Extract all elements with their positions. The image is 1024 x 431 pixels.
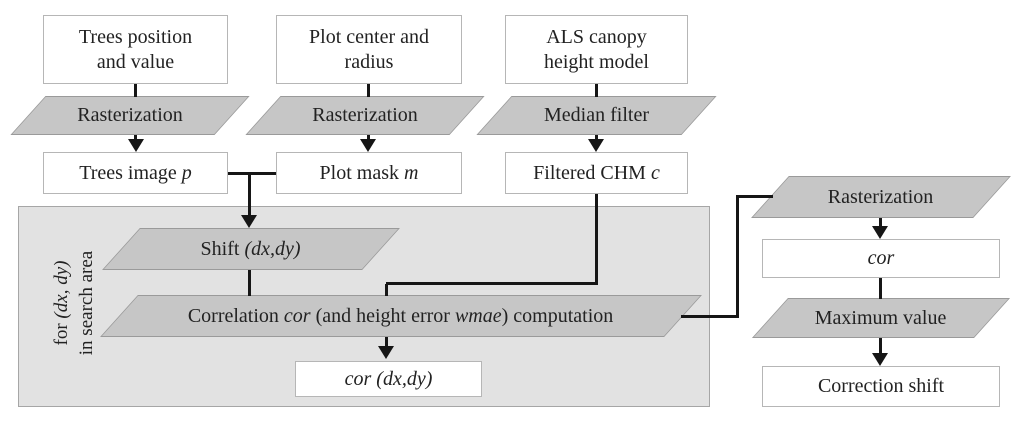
connector-line: [385, 337, 388, 348]
connector-line: [879, 218, 882, 228]
connector-line: [879, 338, 882, 353]
connector-line: [681, 315, 739, 318]
connector-line: [367, 84, 370, 97]
connector-line: [134, 84, 137, 97]
loop-label: for (dx, dy) in search area: [49, 251, 99, 355]
connector-line: [248, 270, 251, 296]
process-median-filter: Median filter: [476, 96, 717, 135]
arrow-down-icon: [872, 226, 888, 239]
connector-line: [879, 278, 882, 299]
process-rasterization-1: Rasterization: [10, 96, 250, 135]
connector-line: [736, 195, 739, 318]
node-cor: cor: [762, 239, 1000, 278]
connector-line: [595, 84, 598, 97]
process-shift: Shift (dx,dy): [102, 228, 400, 270]
connector-line: [595, 194, 598, 285]
connector-line: [367, 135, 370, 142]
connector-line: [228, 172, 276, 175]
process-rasterization-2: Rasterization: [245, 96, 485, 135]
process-maximum-value: Maximum value: [751, 298, 1011, 338]
arrow-down-icon: [588, 139, 604, 152]
node-trees-image: Trees image p: [43, 152, 228, 194]
loop-label-line2: in search area: [76, 250, 97, 356]
connector-line: [386, 282, 598, 285]
node-filtered-chm: Filtered CHM c: [505, 152, 688, 194]
arrow-down-icon: [241, 215, 257, 228]
node-correction-shift: Correction shift: [762, 366, 1000, 407]
connector-line: [736, 195, 773, 198]
arrow-down-icon: [378, 346, 394, 359]
arrow-down-icon: [872, 353, 888, 366]
connector-line: [595, 135, 598, 142]
process-correlation: Correlation cor (and height error wmae) …: [100, 295, 702, 337]
loop-label-line1: for (dx, dy): [50, 260, 72, 346]
process-rasterization-right: Rasterization: [751, 176, 1011, 218]
node-plot-mask: Plot mask m: [276, 152, 462, 194]
node-cor-dxdy: cor (dx,dy): [295, 361, 482, 397]
connector-line: [248, 172, 251, 217]
connector-line: [385, 284, 388, 296]
arrow-down-icon: [128, 139, 144, 152]
connector-line: [134, 135, 137, 142]
arrow-down-icon: [360, 139, 376, 152]
